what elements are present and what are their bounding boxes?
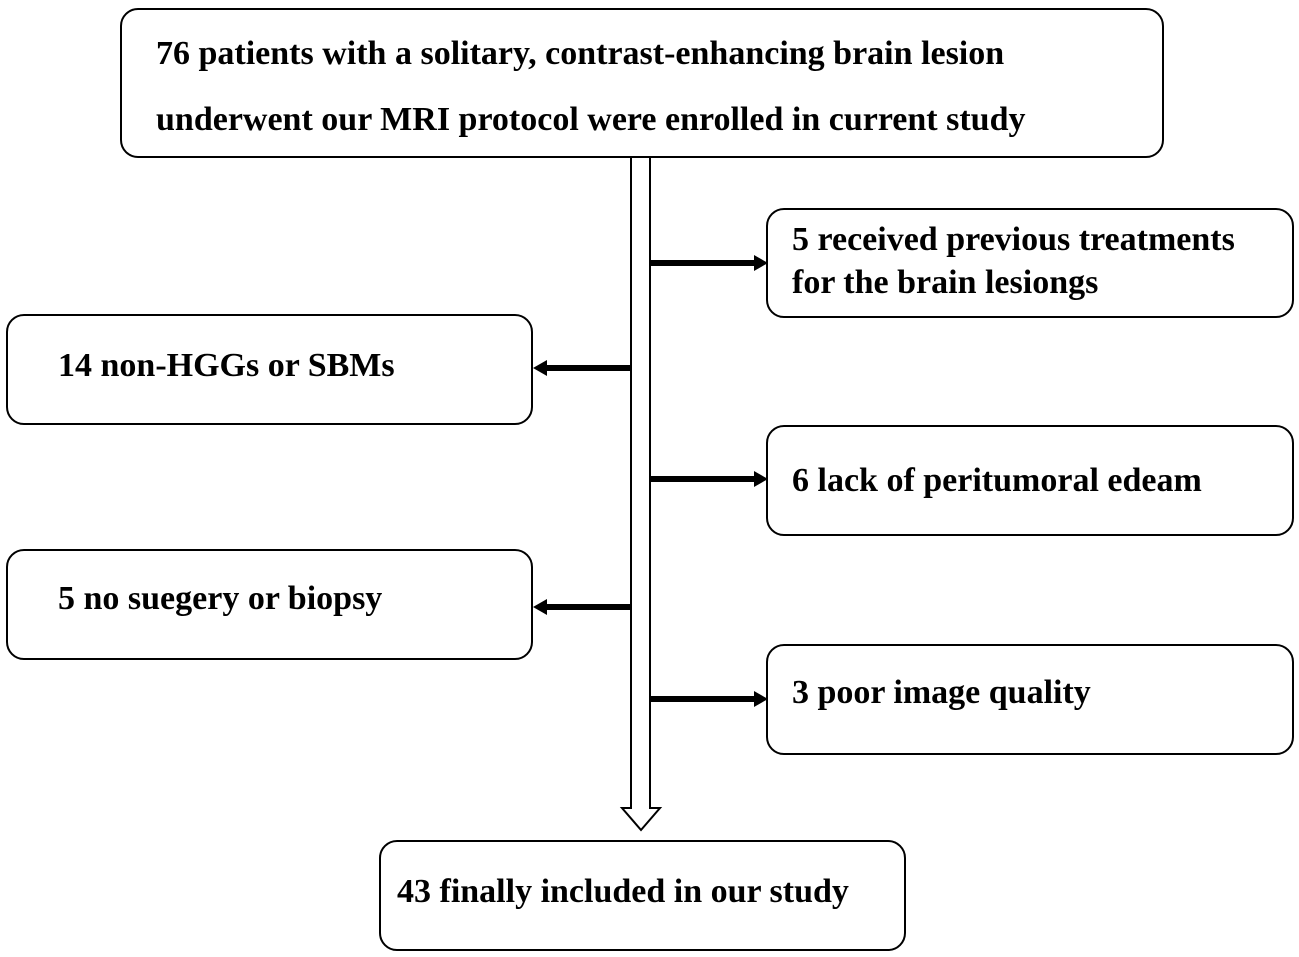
poor-quality-box: 3 poor image quality xyxy=(766,644,1294,755)
enrolled-line-1: 76 patients with a solitary, contrast-en… xyxy=(156,35,1005,72)
previous-treatments-line-2: for the brain lesiongs xyxy=(792,264,1099,301)
final-included-box: 43 finally included in our study xyxy=(379,840,906,951)
enrolled-line-2: underwent our MRI protocol were enrolled… xyxy=(156,101,1026,138)
previous-treatments-line-1: 5 received previous treatments xyxy=(792,221,1235,258)
previous-treatments-box: 5 received previous treatments for the b… xyxy=(766,208,1294,318)
no-surgery-label: 5 no suegery or biopsy xyxy=(58,580,383,617)
no-surgery-box: 5 no suegery or biopsy xyxy=(6,549,533,660)
arrow-to-no-surgery xyxy=(533,599,631,615)
arrow-to-poor-quality xyxy=(650,691,768,707)
poor-quality-label: 3 poor image quality xyxy=(792,674,1091,711)
arrow-to-previous-treatments xyxy=(650,255,768,271)
non-hgg-box: 14 non-HGGs or SBMs xyxy=(6,314,533,425)
main-down-arrow xyxy=(619,158,663,832)
lack-edema-label: 6 lack of peritumoral edeam xyxy=(792,462,1202,499)
arrow-to-lack-edema xyxy=(650,471,768,487)
non-hgg-label: 14 non-HGGs or SBMs xyxy=(58,347,395,384)
enrolled-patients-box: 76 patients with a solitary, contrast-en… xyxy=(120,8,1164,158)
lack-edema-box: 6 lack of peritumoral edeam xyxy=(766,425,1294,536)
final-included-label: 43 finally included in our study xyxy=(397,873,849,910)
arrow-to-non-hgg xyxy=(533,360,631,376)
